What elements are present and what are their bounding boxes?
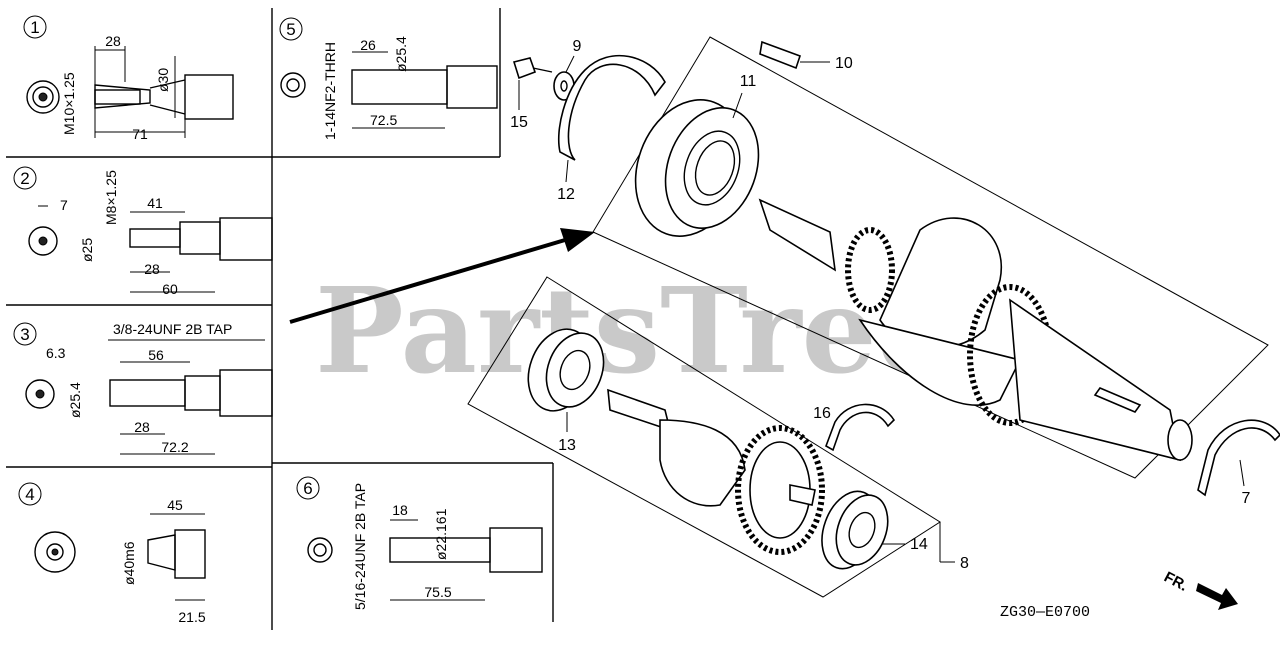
inset-6-tap: 5/16-24UNF 2B TAP bbox=[352, 483, 368, 610]
inset-1-dim-71: 71 bbox=[132, 126, 148, 142]
inset-5-dim-72_5: 72.5 bbox=[370, 112, 397, 128]
inset-2-dim-41: 41 bbox=[147, 195, 163, 211]
callout-13: 13 bbox=[558, 437, 576, 454]
inset-3-dim-28: 28 bbox=[134, 419, 150, 435]
callout-14: 14 bbox=[910, 536, 928, 553]
callout-9: 9 bbox=[573, 38, 582, 55]
crankshaft-lower bbox=[607, 388, 825, 555]
inset-5: 5 1-14NF2-THRH 26 ø25.4 72.5 bbox=[279, 17, 498, 140]
inset-2-dim-60: 60 bbox=[162, 281, 178, 297]
callout-7: 7 bbox=[1242, 490, 1251, 507]
inset-6: 6 5/16-24UNF 2B TAP 18 ø22.161 75.5 bbox=[296, 476, 543, 610]
inset-frames bbox=[6, 8, 554, 630]
bearing-11 bbox=[634, 99, 760, 237]
inset-4-number: 4 bbox=[25, 485, 34, 504]
inset-2-dim-28: 28 bbox=[144, 261, 160, 277]
inset-2: 2 7 M8×1.25 41 ø25 28 60 bbox=[13, 166, 273, 297]
inset-1: 1 28 ø30 M10×1.25 71 bbox=[23, 15, 234, 142]
callout-12: 12 bbox=[557, 186, 575, 203]
callout-11: 11 bbox=[740, 73, 757, 90]
inset-3-dim-72_2: 72.2 bbox=[161, 439, 188, 455]
inset-3-dim-6_3: 6.3 bbox=[46, 345, 66, 361]
inset-5-number: 5 bbox=[286, 20, 295, 39]
callouts: 9 10 11 15 12 13 16 14 8 7 bbox=[510, 38, 1250, 572]
inset-3-dim-56: 56 bbox=[148, 347, 164, 363]
inset-2-number: 2 bbox=[20, 169, 29, 188]
inset-6-dim-18: 18 bbox=[392, 502, 408, 518]
inset-1-number-circle bbox=[23, 15, 47, 39]
inset-3-tap: 3/8-24UNF 2B TAP bbox=[113, 321, 232, 337]
inset-3-number: 3 bbox=[20, 325, 29, 344]
thrust-washer-16 bbox=[825, 403, 896, 452]
callout-8: 8 bbox=[960, 555, 969, 572]
inset-2-dim-dia25: ø25 bbox=[79, 238, 95, 262]
inset-1-thread: M10×1.25 bbox=[61, 72, 77, 135]
inset-6-dim-dia22_161: ø22.161 bbox=[433, 508, 449, 560]
inset-1-dim-28: 28 bbox=[105, 33, 121, 49]
front-label: FR. bbox=[1161, 569, 1190, 595]
upper-assembly-box bbox=[592, 36, 1269, 479]
inset-4: 4 45 ø40m6 21.5 bbox=[18, 482, 206, 625]
callout-10: 10 bbox=[835, 55, 853, 72]
inset-2-dim-7: 7 bbox=[60, 197, 68, 213]
inset-6-number: 6 bbox=[303, 479, 312, 498]
inset-3: 3 3/8-24UNF 2B TAP 6.3 56 ø25.4 28 72.2 bbox=[13, 321, 273, 455]
crankshaft-upper bbox=[758, 198, 1193, 462]
inset-4-dim-45: 45 bbox=[167, 497, 183, 513]
inset-1-number: 1 bbox=[30, 18, 39, 37]
bearing-13 bbox=[527, 328, 605, 412]
inset-1-dim-dia30: ø30 bbox=[155, 68, 171, 92]
inset-2-thread: M8×1.25 bbox=[103, 170, 119, 225]
bolt-15 bbox=[512, 57, 553, 80]
inset-5-dim-dia25_4: ø25.4 bbox=[393, 36, 409, 72]
thrust-washer-7 bbox=[1197, 419, 1280, 497]
front-arrow-icon bbox=[1196, 583, 1238, 610]
inset-5-thread: 1-14NF2-THRH bbox=[322, 42, 338, 140]
callout-15: 15 bbox=[510, 114, 528, 131]
pointer-arrow bbox=[289, 228, 595, 324]
callout-16: 16 bbox=[813, 405, 831, 422]
bearing-14 bbox=[821, 490, 889, 570]
front-direction-indicator: FR. bbox=[1161, 569, 1238, 610]
inset-5-dim-26: 26 bbox=[360, 37, 376, 53]
inset-6-dim-75_5: 75.5 bbox=[424, 584, 451, 600]
diagram-code: ZG30—E0700 bbox=[1000, 604, 1090, 621]
thrust-washer-12 bbox=[557, 54, 666, 161]
inset-4-dim-21_5: 21.5 bbox=[178, 609, 205, 625]
inset-4-dim-dia40m6: ø40m6 bbox=[121, 541, 137, 585]
key-10 bbox=[759, 40, 802, 70]
inset-3-dim-dia25_4: ø25.4 bbox=[67, 382, 83, 418]
